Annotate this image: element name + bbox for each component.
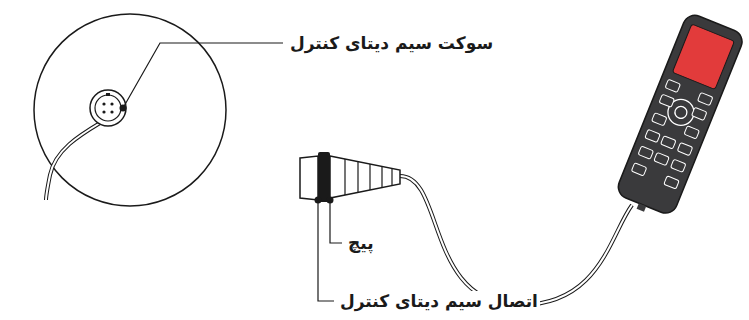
remote-control: [612, 12, 745, 223]
remote-button: [692, 107, 707, 120]
control-cable: [400, 176, 632, 305]
remote-button: [677, 142, 692, 155]
remote-button: [645, 129, 660, 142]
screw-ring: [318, 152, 330, 202]
remote-button: [671, 159, 686, 172]
part-label: سوکت سیم دیتای کنترل: [288, 33, 495, 53]
remote-button: [684, 126, 699, 139]
remote-button: [661, 136, 676, 149]
remote-button: [631, 163, 646, 176]
control-cable-inner: [400, 176, 632, 305]
cable-connector: [300, 152, 400, 202]
socket-cable-inner: [46, 123, 100, 200]
leader-line: [330, 200, 342, 243]
data-socket: [90, 90, 126, 126]
remote-button: [697, 92, 712, 105]
remote-button: [638, 146, 653, 159]
socket-cable: [46, 123, 100, 200]
leader-line: [123, 43, 283, 108]
remote-button: [652, 113, 667, 126]
part-label: پیچ: [346, 233, 376, 253]
leader-line: [318, 200, 334, 301]
remote-button: [665, 79, 680, 92]
part-label: اتصال سیم دیتای کنترل: [338, 291, 540, 311]
remote-button: [664, 176, 679, 189]
remote-button: [659, 94, 674, 107]
remote-button: [654, 152, 669, 165]
